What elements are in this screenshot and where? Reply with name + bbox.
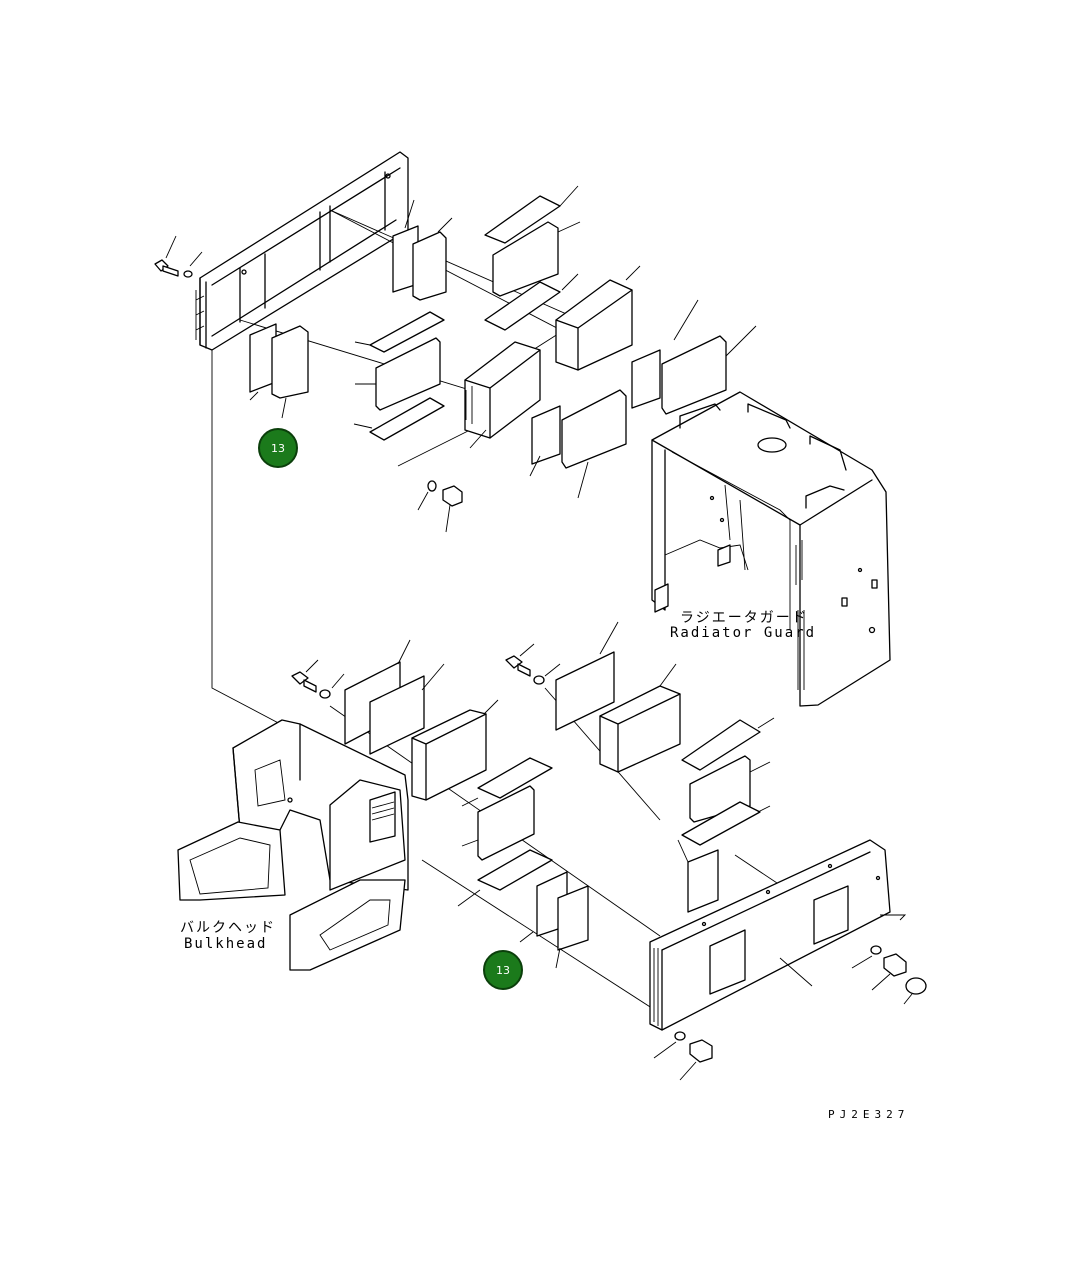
callout-badge-13-lower[interactable]: 13 — [483, 950, 523, 990]
radiator-guard-label-en: Radiator Guard — [670, 625, 817, 641]
bolts-lower-right — [653, 945, 927, 1081]
lower-center-plates — [344, 639, 553, 907]
upper-center-pads — [353, 311, 541, 449]
bolt-top-left — [154, 235, 203, 278]
upper-pads-left — [249, 199, 453, 419]
bulkhead — [177, 719, 409, 971]
radiator-guard — [651, 391, 891, 707]
bulkhead-label-en: Bulkhead — [184, 936, 268, 952]
radiator-guard-label-jp: ラジエータガード — [680, 610, 808, 626]
bolt-lower-center — [505, 643, 561, 685]
upper-frame — [195, 151, 409, 351]
callout-badge-13-upper[interactable]: 13 — [258, 428, 298, 468]
bolt-lower-left — [291, 659, 345, 699]
drawing-code: PJ2E327 — [828, 1108, 910, 1121]
upper-right-pads — [484, 185, 757, 499]
bolt-upper-center — [417, 480, 463, 533]
lower-center-pads — [519, 871, 589, 969]
side-panel — [649, 839, 907, 1031]
bulkhead-label-jp: バルクヘッド — [180, 920, 276, 936]
lower-right-plates — [555, 621, 775, 913]
